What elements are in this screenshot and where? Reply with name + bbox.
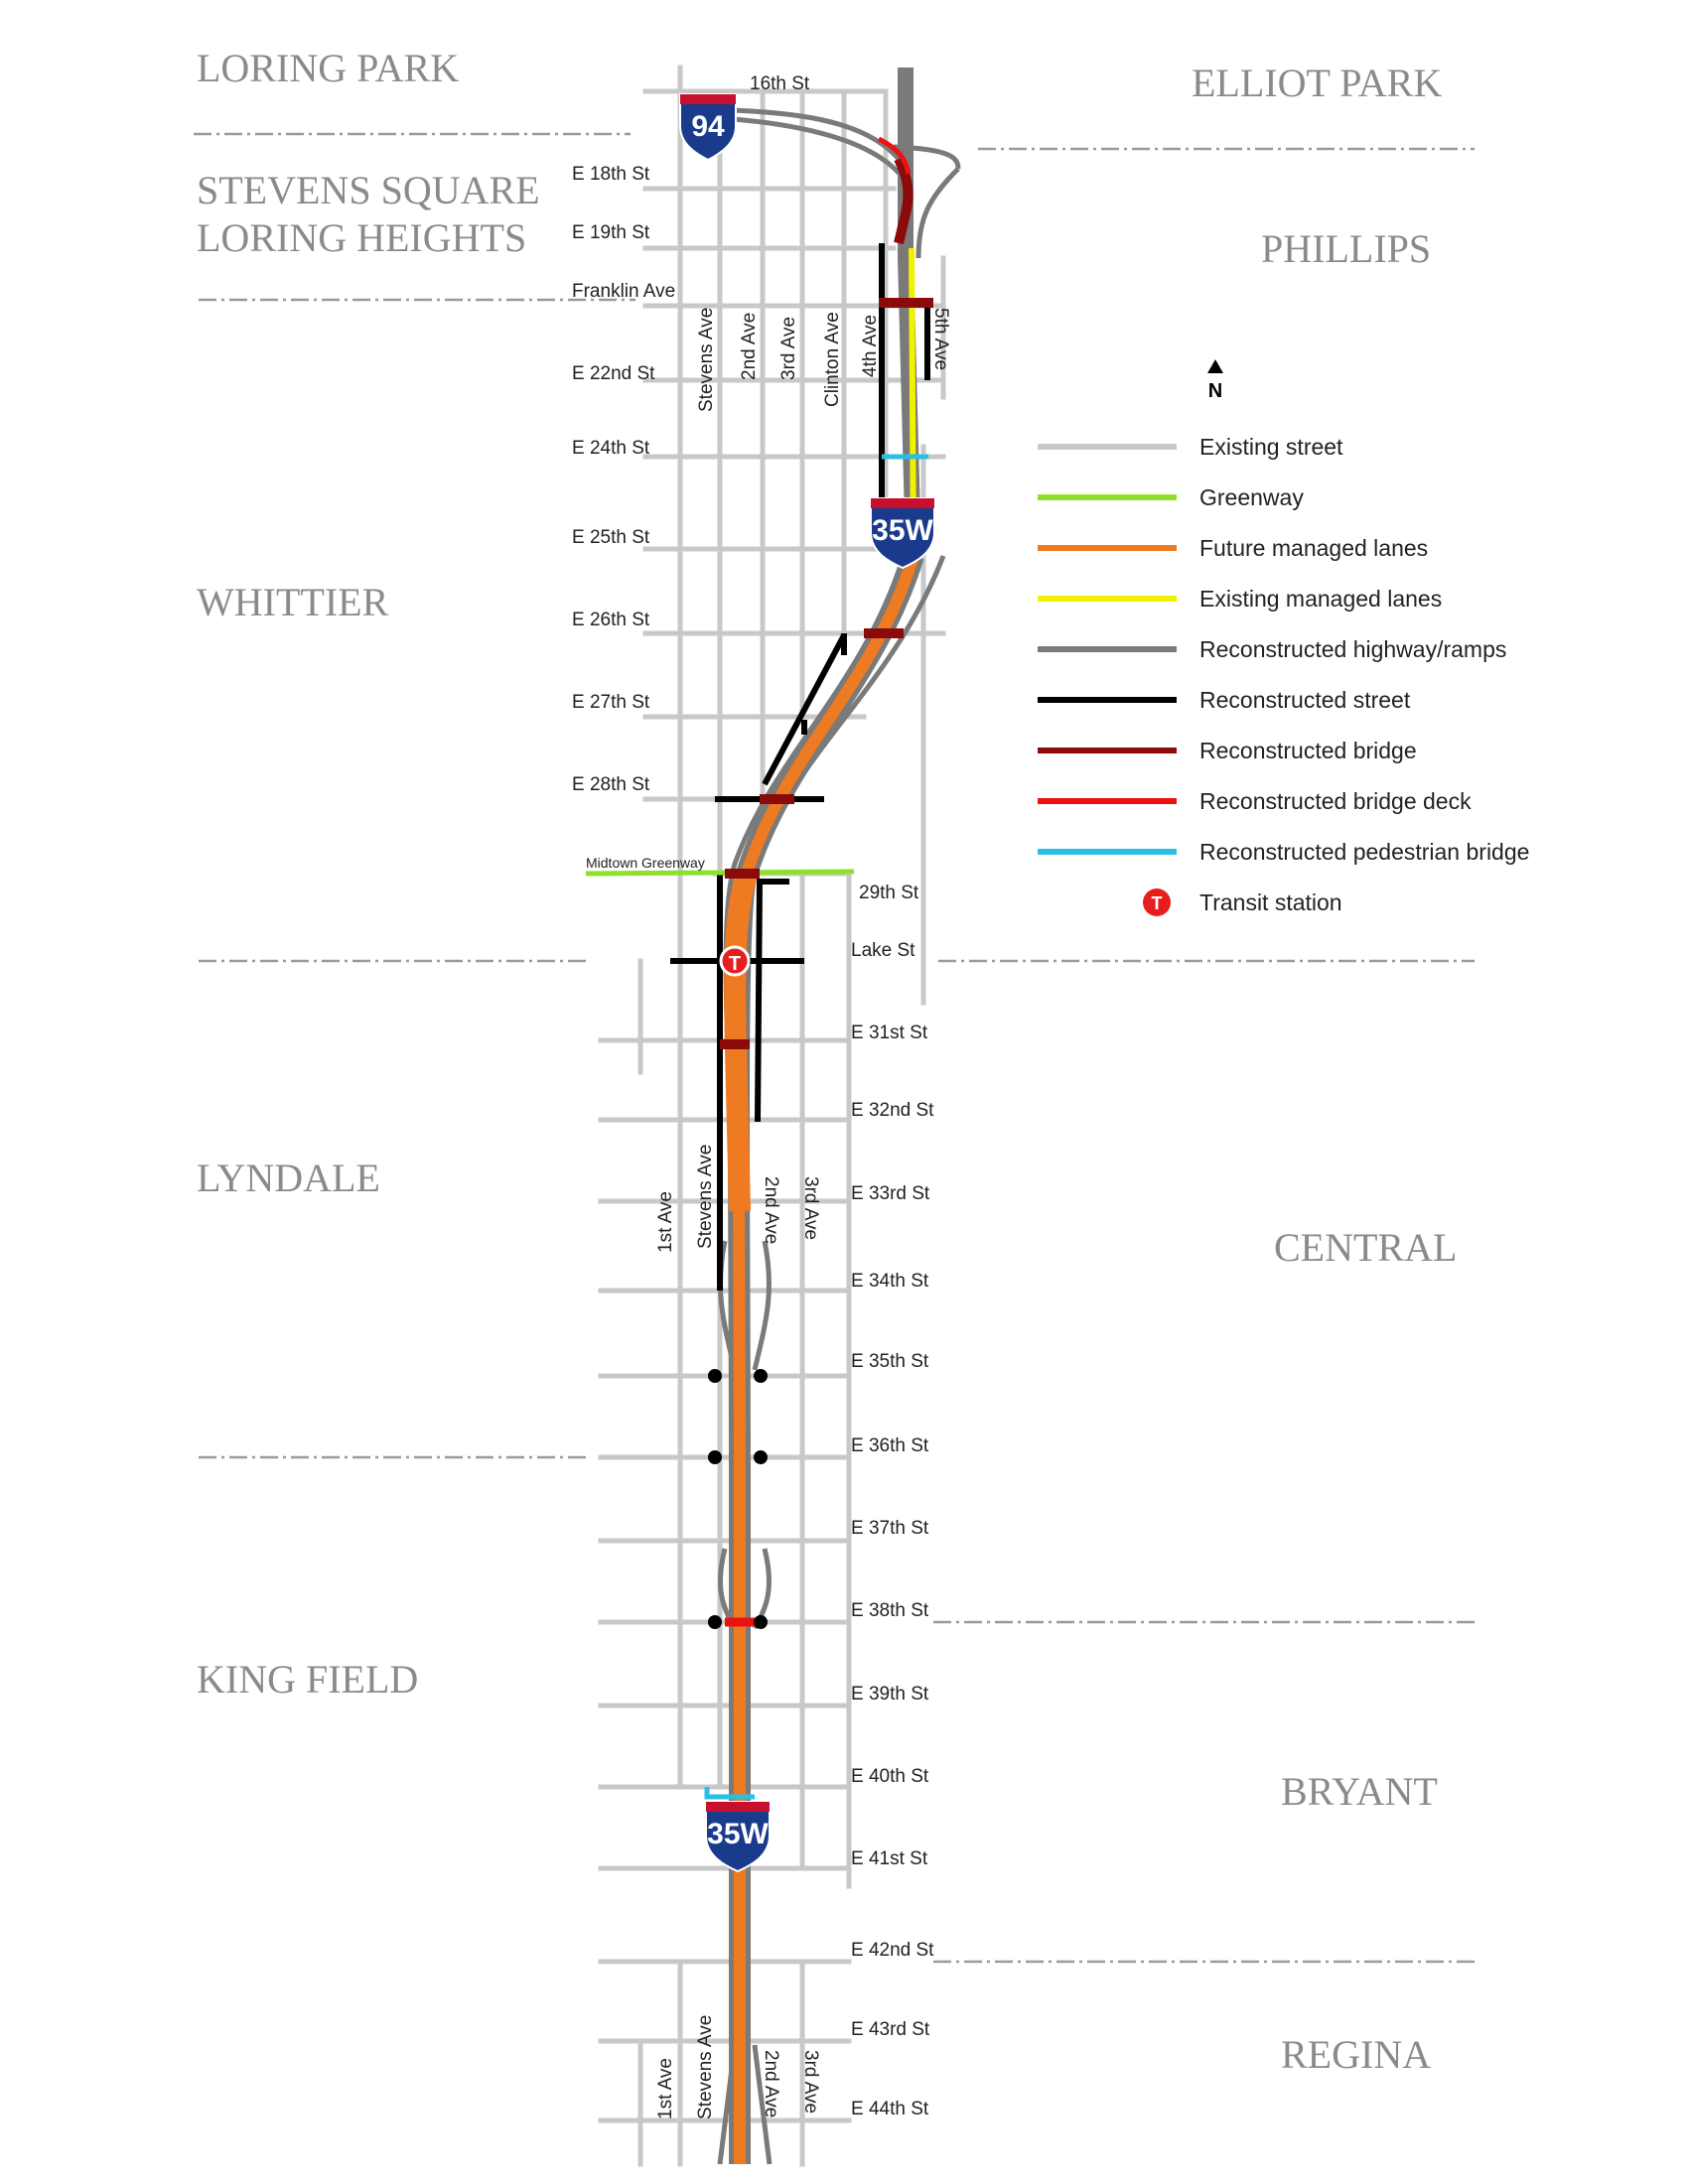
label-e40th-st: E 40th St: [851, 1766, 929, 1787]
label-e26th-st: E 26th St: [572, 610, 650, 630]
label-whittier: WHITTIER: [197, 580, 389, 624]
label-lake-st: Lake St: [851, 940, 915, 961]
legend-label: Existing street: [1199, 434, 1343, 460]
i35w-shield-south-label: 35W: [707, 1818, 769, 1850]
label-e32nd-st: E 32nd St: [851, 1100, 934, 1121]
label-elliot-park: ELLIOT PARK: [1192, 61, 1442, 105]
label-midtown-greenway: Midtown Greenway: [586, 855, 705, 871]
transit-station-marker: T: [719, 945, 751, 977]
label-lyndale: LYNDALE: [197, 1156, 380, 1200]
label-5th-ave-upper: 5th Ave: [930, 308, 951, 370]
label-e42nd-st: E 42nd St: [851, 1940, 934, 1961]
label-king-field: KING FIELD: [197, 1657, 418, 1702]
label-e39th-st: E 39th St: [851, 1684, 929, 1705]
legend-label: Reconstructed bridge deck: [1199, 788, 1472, 814]
label-bryant: BRYANT: [1281, 1769, 1438, 1814]
label-phillips: PHILLIPS: [1261, 226, 1431, 271]
label-stevens-ave-upper: Stevens Ave: [696, 308, 717, 412]
label-3rd-ave-low: 3rd Ave: [800, 2050, 821, 2114]
intersection-markers: [708, 1369, 768, 1629]
label-e22nd-st: E 22nd St: [572, 363, 655, 384]
label-franklin-ave: Franklin Ave: [572, 281, 675, 302]
label-clinton-ave-upper: Clinton Ave: [822, 312, 843, 407]
label-e41st-st: E 41st St: [851, 1848, 928, 1869]
north-label: N: [1208, 380, 1222, 402]
label-e44th-st: E 44th St: [851, 2099, 929, 2119]
label-stevens-ave-mid: Stevens Ave: [695, 1145, 716, 1249]
label-e19th-st: E 19th St: [572, 222, 650, 243]
label-e27th-st: E 27th St: [572, 692, 650, 713]
label-e25th-st: E 25th St: [572, 527, 650, 548]
label-e34th-st: E 34th St: [851, 1271, 929, 1292]
label-e18th-st: E 18th St: [572, 164, 650, 185]
label-stevens-square: STEVENS SQUARE: [197, 168, 540, 212]
label-e38th-st: E 38th St: [851, 1600, 929, 1621]
label-2nd-ave-upper: 2nd Ave: [739, 313, 760, 380]
label-loring-heights: LORING HEIGHTS: [197, 215, 526, 260]
i35w-shield-north: 35W: [870, 497, 935, 570]
pedestrian-bridges: [704, 454, 928, 1800]
label-stevens-ave-low: Stevens Ave: [695, 2015, 716, 2119]
label-1st-ave-mid: 1st Ave: [655, 1191, 676, 1253]
label-regina: REGINA: [1281, 2032, 1431, 2077]
i35w-shield-south: 35W: [705, 1801, 771, 1873]
label-e28th-st: E 28th St: [572, 774, 650, 795]
i35w-shield-north-label: 35W: [872, 514, 933, 547]
i94-shield-label: 94: [691, 110, 725, 143]
label-2nd-ave-mid: 2nd Ave: [761, 1176, 781, 1244]
label-e24th-st: E 24th St: [572, 438, 650, 459]
label-2nd-ave-low: 2nd Ave: [761, 2050, 781, 2117]
label-e35th-st: E 35th St: [851, 1351, 929, 1372]
label-29th-st: 29th St: [859, 883, 919, 903]
legend-label: Reconstructed pedestrian bridge: [1199, 839, 1529, 865]
reconstructed-streets: [670, 243, 930, 1291]
legend-label-transit: Transit station: [1199, 889, 1342, 915]
bridge-deck-ramp: [877, 136, 912, 175]
transit-station-glyph: T: [1152, 893, 1163, 913]
neighborhood-boundaries: [194, 132, 1475, 1964]
label-1st-ave-low: 1st Ave: [655, 2058, 676, 2119]
i94-shield: 94: [679, 93, 737, 162]
label-e43rd-st: E 43rd St: [851, 2019, 930, 2040]
label-e37th-st: E 37th St: [851, 1518, 929, 1539]
label-loring-park: LORING PARK: [197, 46, 459, 90]
label-3rd-ave-upper: 3rd Ave: [778, 317, 799, 380]
legend-label: Greenway: [1199, 484, 1304, 510]
legend-label: Reconstructed street: [1199, 687, 1411, 713]
label-e31st-st: E 31st St: [851, 1023, 928, 1043]
label-3rd-ave-mid: 3rd Ave: [800, 1176, 821, 1240]
label-16th-st: 16th St: [750, 73, 810, 94]
reconstructed-bridges: [720, 156, 933, 1049]
label-e33rd-st: E 33rd St: [851, 1183, 930, 1204]
legend-label: Future managed lanes: [1199, 535, 1428, 561]
i35w-future-managed-lanes-wide: [724, 871, 758, 1212]
label-4th-ave-upper: 4th Ave: [860, 315, 881, 377]
north-arrow-icon: N: [1207, 359, 1223, 402]
legend-label: Reconstructed highway/ramps: [1199, 636, 1506, 662]
legend-label: Reconstructed bridge: [1199, 738, 1417, 763]
svg-text:T: T: [729, 953, 741, 975]
midtown-greenway-line: [585, 869, 855, 877]
label-e36th-st: E 36th St: [851, 1435, 929, 1456]
label-central: CENTRAL: [1274, 1225, 1457, 1270]
legend-label: Existing managed lanes: [1199, 586, 1442, 612]
transit-station-icon: [1143, 888, 1171, 916]
